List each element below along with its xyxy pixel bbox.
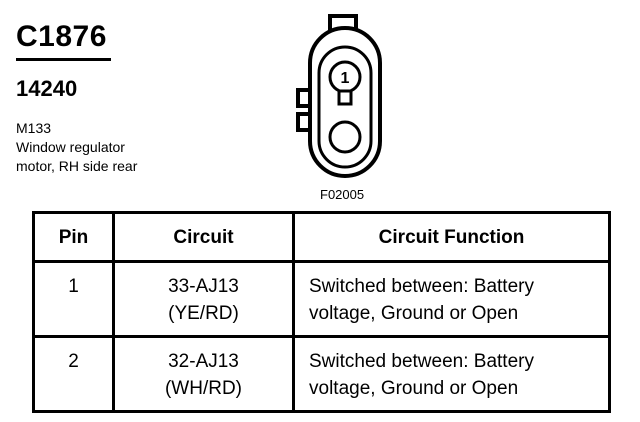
column-header-circuit-function: Circuit Function bbox=[292, 211, 611, 263]
circuit-function-line: Switched between: Battery bbox=[309, 351, 534, 372]
circuit-color: (WH/RD) bbox=[164, 378, 243, 399]
circuit-function-line: voltage, Ground or Open bbox=[309, 303, 519, 324]
pin-cell: 2 bbox=[32, 335, 115, 413]
circuit-function-cell: Switched between: Battery voltage, Groun… bbox=[292, 335, 611, 413]
pin-table: Pin Circuit Circuit Function 1 33-AJ13 (… bbox=[32, 211, 611, 413]
pin-1-label: 1 bbox=[341, 70, 350, 87]
table-row: 2 32-AJ13 (WH/RD) Switched between: Batt… bbox=[32, 335, 611, 413]
description-line: motor, RH side rear bbox=[16, 158, 138, 174]
column-header-circuit: Circuit bbox=[112, 211, 295, 263]
circuit-cell: 33-AJ13 (YE/RD) bbox=[112, 260, 295, 338]
table-header-row: Pin Circuit Circuit Function bbox=[32, 211, 611, 263]
connector-id-underline bbox=[16, 58, 111, 61]
circuit-cell: 32-AJ13 (WH/RD) bbox=[112, 335, 295, 413]
description-line: M133 bbox=[16, 120, 52, 136]
pin-cell: 1 bbox=[32, 260, 115, 338]
connector-face-drawing: 1 bbox=[296, 14, 382, 178]
description-line: Window regulator bbox=[16, 139, 125, 155]
circuit-number: 33-AJ13 bbox=[168, 276, 239, 297]
column-header-pin: Pin bbox=[32, 211, 115, 263]
circuit-function-line: Switched between: Battery bbox=[309, 276, 534, 297]
circuit-color: (YE/RD) bbox=[168, 303, 239, 324]
circuit-function-line: voltage, Ground or Open bbox=[309, 378, 519, 399]
pin-1-terminal bbox=[337, 89, 353, 106]
figure-code: F02005 bbox=[320, 187, 365, 202]
connector-id: C1876 bbox=[16, 20, 107, 53]
table-row: 1 33-AJ13 (YE/RD) Switched between: Batt… bbox=[32, 260, 611, 338]
circuit-number: 32-AJ13 bbox=[168, 351, 239, 372]
circuit-function-cell: Switched between: Battery voltage, Groun… bbox=[292, 260, 611, 338]
pin-2-cavity bbox=[328, 120, 362, 154]
part-number: 14240 bbox=[16, 76, 78, 101]
